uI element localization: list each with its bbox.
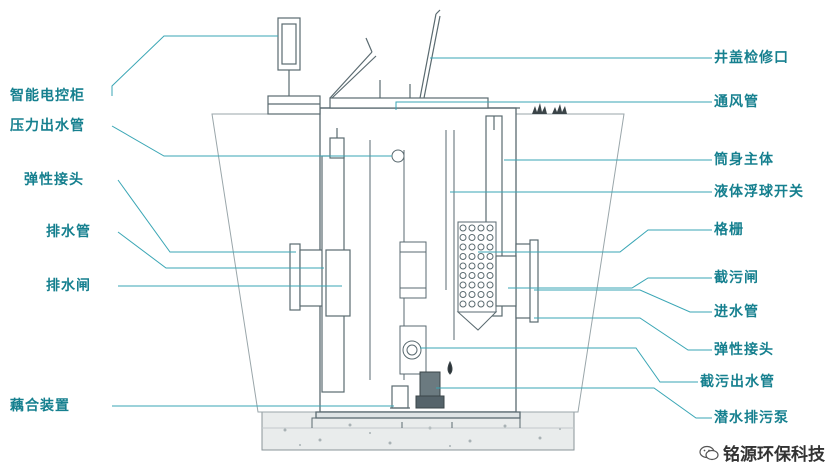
grille-hole xyxy=(486,224,494,232)
grille-hole xyxy=(468,272,476,279)
grille-hole xyxy=(459,224,467,232)
watermark: 铭源环保科技 xyxy=(699,440,825,465)
grille-hole xyxy=(459,243,467,251)
drain-pipe-drawing xyxy=(289,128,351,393)
leader-grille xyxy=(478,229,712,253)
grille-hole xyxy=(459,300,467,308)
label-elastic-joint-left: 弹性接头 xyxy=(24,172,84,188)
grille-hole xyxy=(477,281,485,289)
grille-hole xyxy=(486,253,494,260)
grille-hole xyxy=(486,234,494,241)
label-elastic-joint-right: 弹性接头 xyxy=(714,342,774,358)
grille-hole xyxy=(459,234,467,241)
label-pressure-outlet-pipe: 压力出水管 xyxy=(10,118,85,134)
manhole-cover-drawing xyxy=(329,9,489,109)
label-coupling-device: 藕合装置 xyxy=(10,398,70,414)
label-inlet-pipe: 进水管 xyxy=(714,304,759,320)
grille-hole xyxy=(477,291,485,298)
submersible-pump-drawing xyxy=(415,360,453,409)
leader-interception-outlet-pipe xyxy=(420,347,698,383)
grille-hole xyxy=(468,224,476,232)
grille-hole xyxy=(477,243,485,251)
grille-hole xyxy=(486,262,494,270)
grille-hole xyxy=(486,281,494,289)
grille-hole xyxy=(459,262,467,270)
grille-drawing xyxy=(456,221,498,331)
grille-hole xyxy=(459,281,467,289)
label-drain-gate: 排水闸 xyxy=(46,278,91,294)
grille-hole xyxy=(459,291,467,298)
grille-hole xyxy=(477,262,485,270)
leader-elastic-joint-left xyxy=(117,179,296,253)
label-interception-gate: 截污闸 xyxy=(714,270,759,286)
label-grille: 格栅 xyxy=(714,222,744,238)
watermark-text: 铭源环保科技 xyxy=(723,445,825,465)
control-cabinet-drawing xyxy=(267,17,321,115)
leader-pressure-outlet-pipe xyxy=(111,125,392,157)
grille-hole xyxy=(486,272,494,279)
grass-decoration xyxy=(532,103,567,114)
label-float-switch: 液体浮球开关 xyxy=(714,184,804,200)
leader-drain-pipe xyxy=(117,231,324,269)
leader-elastic-joint-right xyxy=(534,317,712,351)
leader-interception-gate xyxy=(508,277,712,289)
grille-hole xyxy=(468,262,476,270)
grille-hole xyxy=(477,224,485,232)
grille-hole xyxy=(486,291,494,298)
inlet-pipe-drawing xyxy=(495,239,539,323)
grille-hole xyxy=(486,300,494,308)
grille-hole xyxy=(459,253,467,260)
leader-submersible-sewage-pump xyxy=(436,387,712,419)
grille-hole xyxy=(468,300,476,308)
grille-hole xyxy=(468,243,476,251)
label-cylinder-body: 筒身主体 xyxy=(714,152,774,168)
grille-hole xyxy=(477,272,485,279)
grille-hole xyxy=(468,291,476,298)
label-interception-outlet-pipe: 截污出水管 xyxy=(700,374,775,390)
guide-rods-drawing xyxy=(369,130,455,380)
grille-hole xyxy=(459,272,467,279)
grille-hole xyxy=(468,281,476,289)
leader-lines xyxy=(111,35,712,419)
label-submersible-sewage-pump: 潜水排污泵 xyxy=(714,410,789,426)
grille-hole xyxy=(486,243,494,251)
leader-inlet-pipe xyxy=(534,289,712,313)
leader-ventilation-pipe xyxy=(395,101,712,110)
label-smart-control-cabinet: 智能电控柜 xyxy=(10,88,85,104)
grille-hole xyxy=(477,300,485,308)
anchor-feet xyxy=(311,417,521,428)
grille-hole xyxy=(477,234,485,241)
wechat-icon xyxy=(699,445,719,461)
label-manhole-cover: 井盖检修口 xyxy=(714,50,789,66)
grille-hole xyxy=(468,253,476,260)
grille-hole xyxy=(477,253,485,260)
label-ventilation-pipe: 通风管 xyxy=(714,94,759,110)
leader-smart-control-cabinet xyxy=(111,35,278,96)
coupling-drawing xyxy=(390,385,410,409)
grille-hole xyxy=(468,234,476,241)
label-drain-pipe: 排水管 xyxy=(46,224,91,240)
